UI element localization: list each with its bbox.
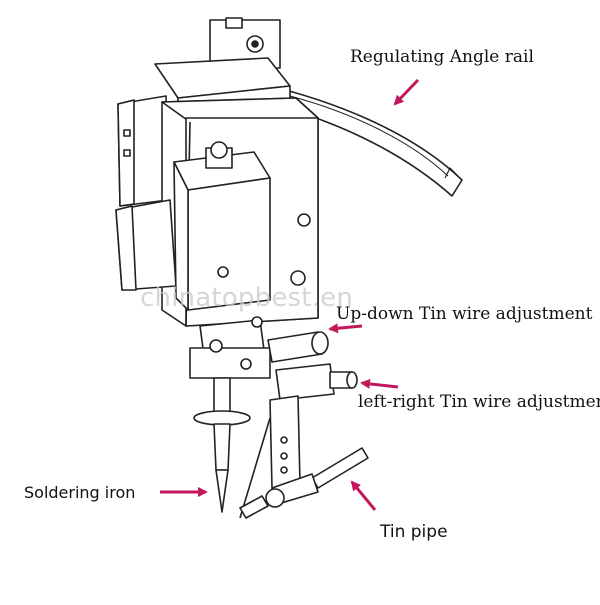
label-tin-pipe: Tin pipe — [380, 522, 448, 542]
arrow-leftright — [360, 378, 399, 389]
iron-flange — [193, 410, 251, 426]
arrow-rail — [393, 78, 420, 106]
watermark: chinatopbest.en — [140, 283, 353, 313]
label-regulating-angle-rail: Regulating Angle rail — [350, 47, 534, 67]
arrow-pipe — [350, 480, 377, 511]
iron-shaft — [213, 377, 231, 415]
leftright-adjuster — [275, 363, 335, 401]
tin-pipe — [311, 447, 369, 489]
arrow-updown — [328, 323, 363, 334]
label-up-down-adjustment: Up-down Tin wire adjustment — [336, 304, 593, 324]
label-left-right-adjustment: left-right Tin wire adjustment — [358, 392, 600, 412]
iron-tip — [215, 469, 229, 513]
label-soldering-iron: Soldering iron — [24, 483, 136, 502]
